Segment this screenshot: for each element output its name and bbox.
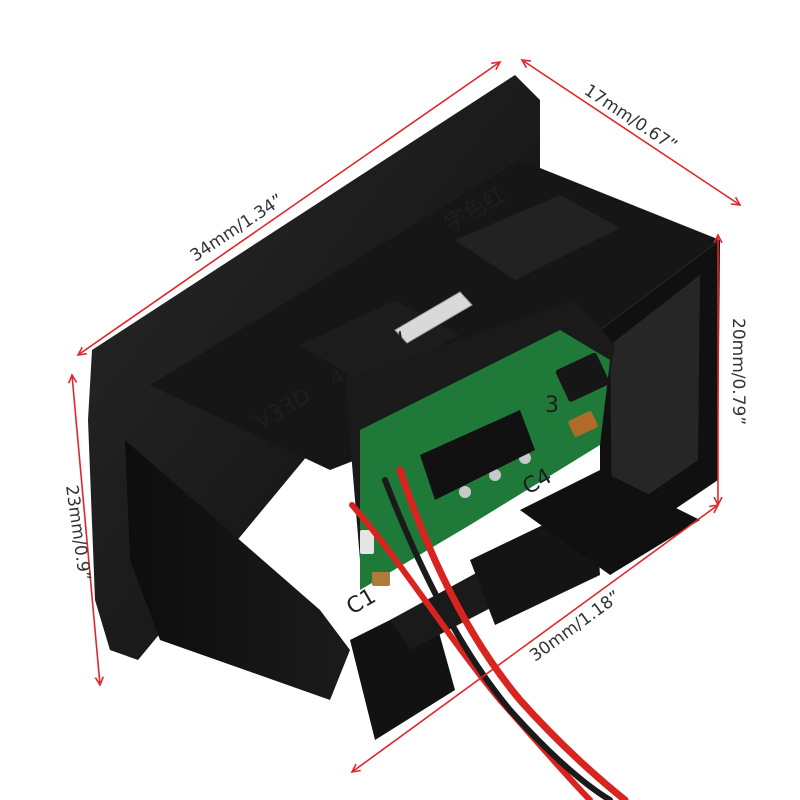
capacitor bbox=[568, 411, 598, 437]
solder-pad bbox=[489, 469, 501, 481]
label-top-depth: 17mm/0.67” bbox=[580, 80, 680, 156]
board-label-c1: C1 bbox=[343, 584, 381, 620]
small-capacitor bbox=[372, 572, 390, 586]
voltmeter-housing bbox=[88, 75, 720, 700]
label-left-height: 23mm/0.9” bbox=[61, 484, 94, 582]
board-label-3: 3 bbox=[545, 393, 559, 418]
label-right-height: 20mm/0.79” bbox=[728, 318, 748, 425]
dimension-annotations bbox=[72, 60, 740, 772]
dim-line-top-length bbox=[78, 62, 500, 355]
right-pocket bbox=[610, 275, 700, 520]
dim-line-top-depth bbox=[522, 60, 740, 205]
solder-pad bbox=[459, 486, 471, 498]
left-side-body bbox=[125, 440, 350, 700]
dim-line-bottom-length bbox=[352, 505, 718, 772]
ic-chip bbox=[555, 352, 610, 402]
dim-line-left-height bbox=[72, 375, 100, 685]
wire-exit-block bbox=[420, 410, 535, 500]
